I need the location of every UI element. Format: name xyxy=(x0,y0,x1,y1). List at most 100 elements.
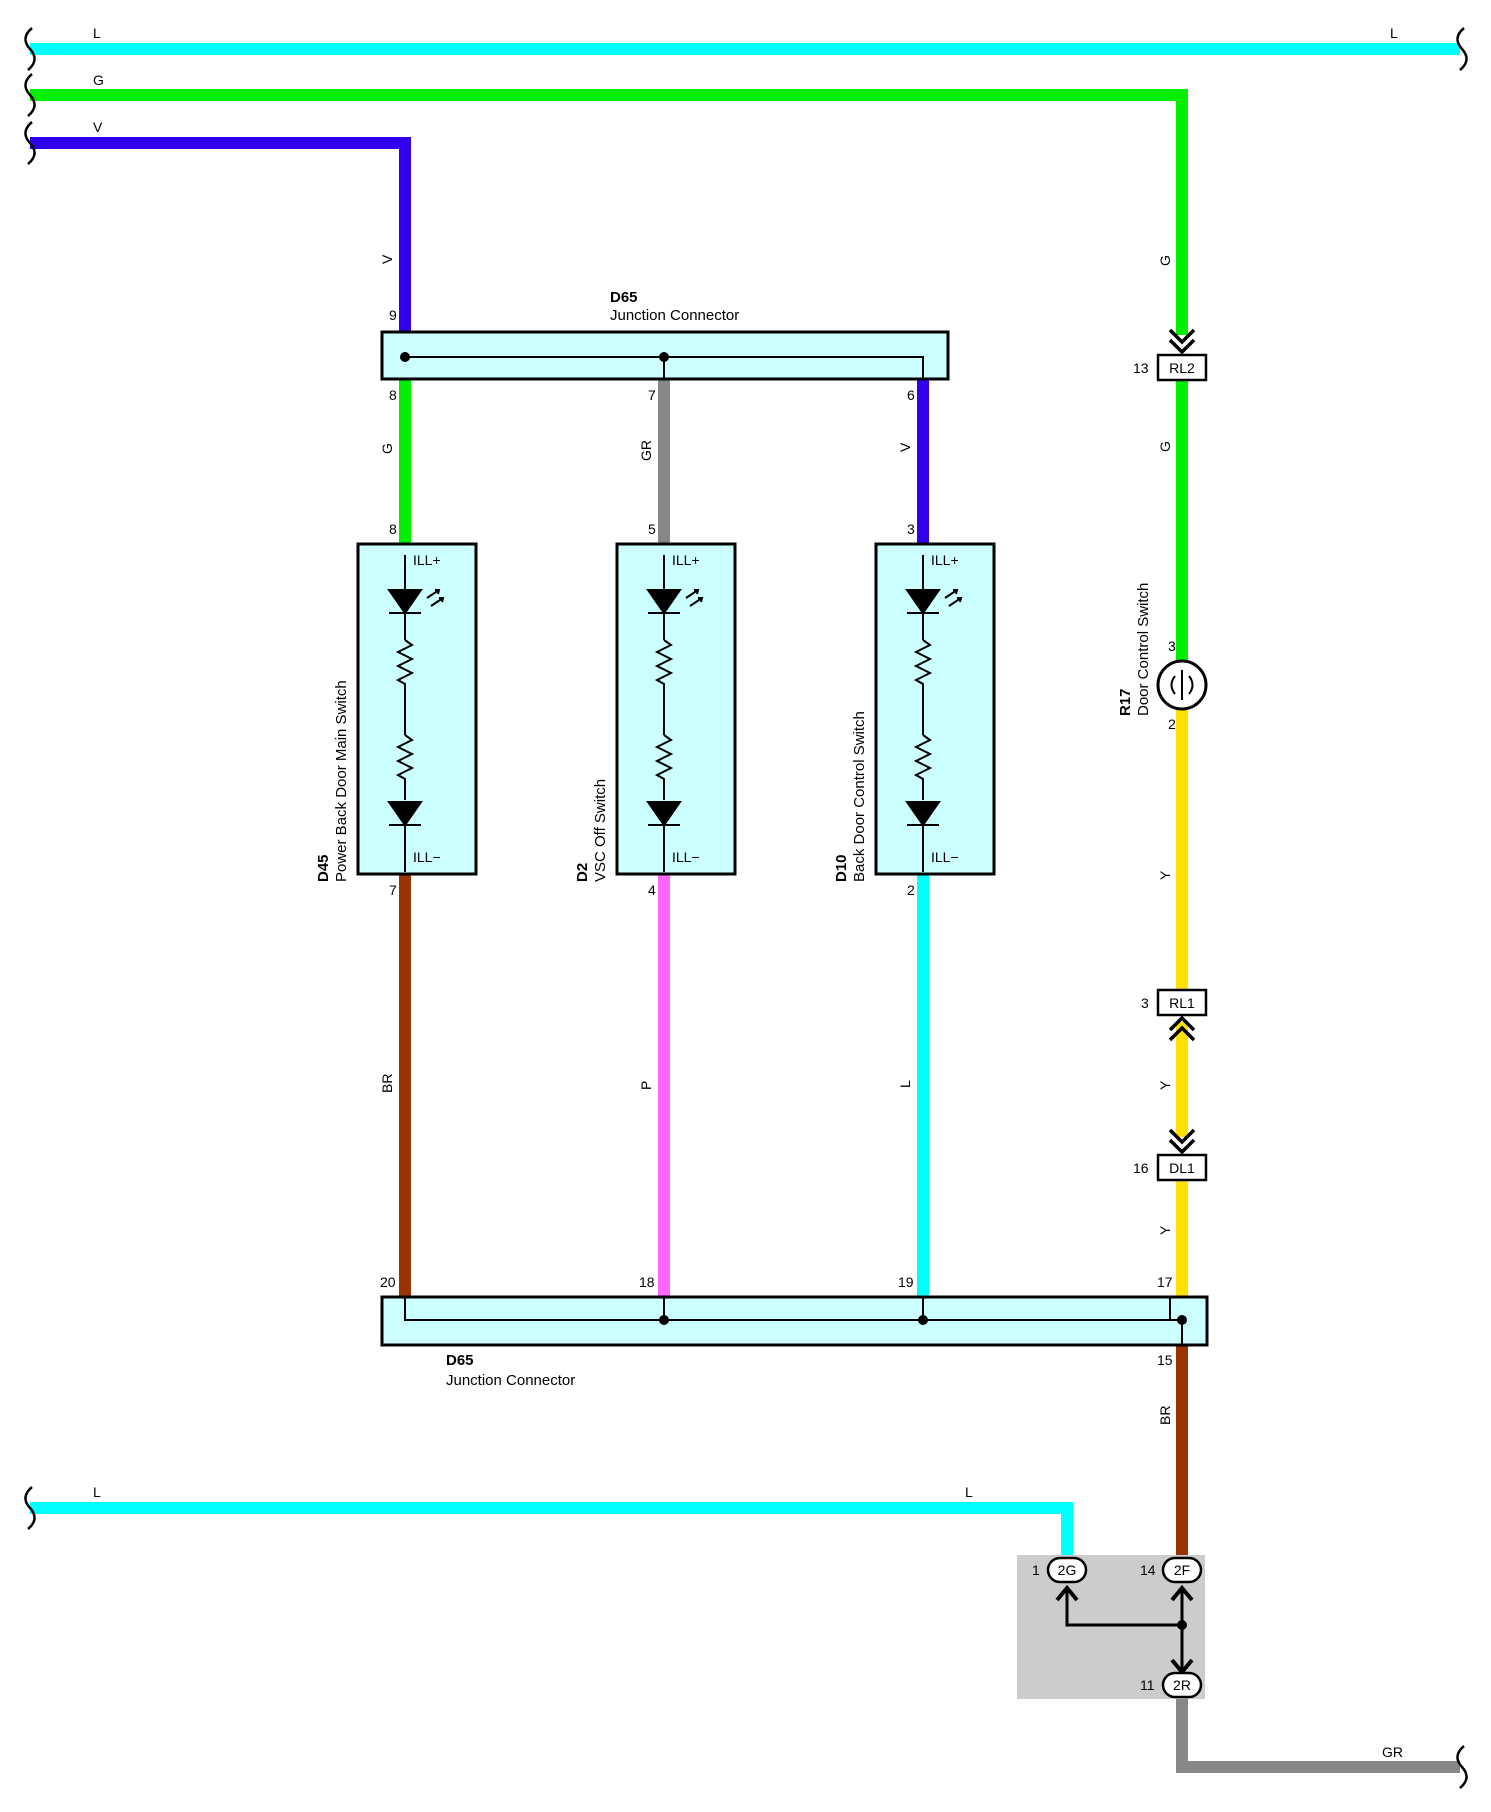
ill-plus-label: ILL+ xyxy=(931,552,959,568)
dl1-label: DL1 xyxy=(1169,1160,1195,1176)
connector-id: D65 xyxy=(446,1352,474,1369)
connector-id: D10 xyxy=(833,854,850,882)
diode-icon xyxy=(646,801,682,872)
pin-number: 3 xyxy=(1141,995,1149,1011)
wire-top-G[interactable] xyxy=(30,89,1188,335)
wire-labels: L L G V V G G G GR V BR P L Y Y Y BR L L… xyxy=(93,25,1403,1760)
rl1-label: RL1 xyxy=(1169,995,1195,1011)
ill-minus-label: ILL− xyxy=(931,849,959,865)
resistor-icon xyxy=(395,734,415,800)
pin-number: 2 xyxy=(907,882,915,898)
pin-number: 9 xyxy=(389,307,397,323)
ill-minus-label: ILL− xyxy=(413,849,441,865)
r17-switch-symbol[interactable] xyxy=(1156,659,1208,711)
wire-label: G xyxy=(93,72,104,88)
pin-number: 3 xyxy=(1168,638,1176,654)
resistor-icon xyxy=(913,734,933,800)
wire-label: L xyxy=(897,1080,913,1088)
wires xyxy=(30,43,1460,1773)
wire-label: GR xyxy=(638,440,654,461)
ill-plus-label: ILL+ xyxy=(672,552,700,568)
wire-label: V xyxy=(379,254,395,264)
rl2-label: RL2 xyxy=(1169,360,1195,376)
pin-number: 17 xyxy=(1157,1274,1173,1290)
d65-top-connector[interactable] xyxy=(380,330,950,381)
pin-number: 20 xyxy=(380,1274,396,1290)
wire-bottom-L[interactable] xyxy=(30,1502,1073,1555)
d2-switch-box[interactable] xyxy=(615,542,737,876)
connector-desc: Power Back Door Main Switch xyxy=(333,680,350,882)
pin-number: 18 xyxy=(639,1274,655,1290)
pin-number: 4 xyxy=(648,882,656,898)
pin-number: 1 xyxy=(1032,1562,1040,1578)
wire-label: Y xyxy=(1157,1080,1173,1090)
pin-numbers: 9 8 7 6 8 5 3 7 4 2 20 18 19 17 15 13 3 … xyxy=(380,307,1176,1693)
pin-number: 7 xyxy=(648,387,656,403)
resistor-icon xyxy=(654,734,674,800)
diode-icon xyxy=(905,801,941,872)
resistor-icon xyxy=(395,639,415,735)
pin-number: 6 xyxy=(907,387,915,403)
wire-label: L xyxy=(965,1484,973,1500)
pin-number: 8 xyxy=(389,387,397,403)
rl1-connector[interactable]: RL1 xyxy=(1156,988,1208,1042)
pin-number: 3 xyxy=(907,521,915,537)
connector-desc: Junction Connector xyxy=(446,1372,575,1389)
wire-label: G xyxy=(379,443,395,454)
connector-desc: Door Control Switch xyxy=(1135,583,1152,716)
connector-desc: Back Door Control Switch xyxy=(851,711,868,882)
connector-id: D45 xyxy=(315,854,332,882)
j2g-connector[interactable]: 2G xyxy=(1046,1556,1088,1584)
j2f-connector[interactable]: 2F xyxy=(1161,1556,1203,1584)
led-icon xyxy=(646,555,704,640)
d65-bottom-connector[interactable] xyxy=(380,1295,1209,1347)
pin-number: 7 xyxy=(389,882,397,898)
rl2-connector[interactable]: RL2 xyxy=(1156,328,1208,382)
wire-label: GR xyxy=(1382,1744,1403,1760)
connector-desc: Junction Connector xyxy=(610,307,739,324)
resistor-icon xyxy=(654,639,674,735)
wire-label: P xyxy=(638,1081,654,1090)
j2g-label: 2G xyxy=(1058,1562,1077,1578)
wire-label: L xyxy=(93,25,101,41)
wire-label: Y xyxy=(1157,870,1173,880)
pin-number: 19 xyxy=(898,1274,914,1290)
dl1-connector[interactable]: DL1 xyxy=(1156,1128,1208,1182)
pin-number: 16 xyxy=(1133,1160,1149,1176)
ill-minus-label: ILL− xyxy=(672,849,700,865)
wire-bottom-GR[interactable] xyxy=(1176,1699,1460,1773)
wire-label: G xyxy=(1157,255,1173,266)
pin-number: 13 xyxy=(1133,360,1149,376)
break-marks xyxy=(24,27,1468,1789)
wire-top-V[interactable] xyxy=(30,137,411,334)
wire-label: G xyxy=(1157,441,1173,452)
pin-number: 2 xyxy=(1168,716,1176,732)
wire-label: L xyxy=(93,1484,101,1500)
wire-label: Y xyxy=(1157,1225,1173,1235)
pin-number: 11 xyxy=(1140,1677,1155,1693)
pin-number: 8 xyxy=(389,521,397,537)
connector-names: D65 Junction Connector D65 Junction Conn… xyxy=(315,289,1152,1389)
pin-number: 5 xyxy=(648,521,656,537)
diode-icon xyxy=(387,801,423,872)
j2r-label: 2R xyxy=(1173,1677,1191,1693)
connector-id: D2 xyxy=(574,863,591,882)
j2r-connector[interactable]: 2R xyxy=(1161,1671,1203,1699)
pin-number: 14 xyxy=(1140,1562,1156,1578)
resistor-icon xyxy=(913,639,933,735)
connector-id: D65 xyxy=(610,289,638,306)
wire-label: L xyxy=(1390,25,1398,41)
led-icon xyxy=(905,555,963,640)
wire-label: BR xyxy=(379,1074,395,1093)
pin-number: 15 xyxy=(1157,1352,1173,1368)
d45-switch-box[interactable] xyxy=(356,542,478,876)
wire-label: BR xyxy=(1157,1406,1173,1425)
connector-id: R17 xyxy=(1117,688,1134,716)
j2f-label: 2F xyxy=(1174,1562,1190,1578)
ill-plus-label: ILL+ xyxy=(413,552,441,568)
wire-label: V xyxy=(897,442,913,452)
connector-desc: VSC Off Switch xyxy=(592,779,609,882)
d10-switch-box[interactable] xyxy=(874,542,996,876)
led-icon xyxy=(387,555,445,640)
